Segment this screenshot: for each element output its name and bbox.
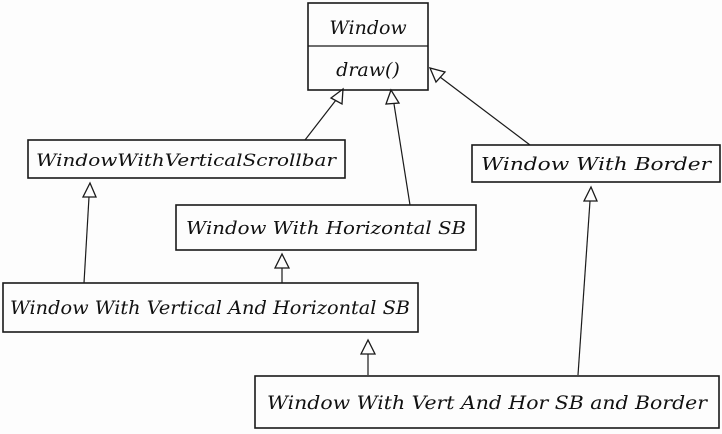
inheritance-arrow-icon [385,88,401,105]
inheritance-edges [81,67,598,376]
edge-vsb-window [304,99,337,141]
edge-all-border [577,200,591,376]
class-method: draw() [336,59,400,81]
class-window-with-border: Window With Border [471,144,721,183]
edge-hsb-window [393,103,411,206]
class-name: Window [329,17,406,39]
class-window-with-vertical-and-horizontal-sb: Window With Vertical And Horizontal SB [2,282,419,333]
edge-border-window [439,76,531,146]
inheritance-arrow-icon [329,87,344,106]
inheritance-arrow-icon [81,181,97,198]
inheritance-arrow-icon [428,67,447,84]
class-name: Window With Vertical And Horizontal SB [10,297,410,319]
inheritance-arrow-icon [273,252,291,269]
class-name: Window With Horizontal SB [186,218,466,239]
class-name: Window With Vert And Hor SB and Border [267,392,709,414]
edge-vh-vsb [83,196,90,284]
class-window-with-vert-hor-sb-and-border: Window With Vert And Hor SB and Border [254,375,720,429]
inheritance-arrow-icon [582,185,598,202]
class-window-with-horizontal-sb: Window With Horizontal SB [175,204,477,251]
inheritance-arrow-icon [359,338,377,355]
class-name: WindowWithVerticalScrollbar [36,151,337,171]
class-name: Window With Border [481,154,713,175]
class-window-with-vertical-scrollbar: WindowWithVerticalScrollbar [27,139,346,179]
class-window: Window draw() [307,2,429,91]
